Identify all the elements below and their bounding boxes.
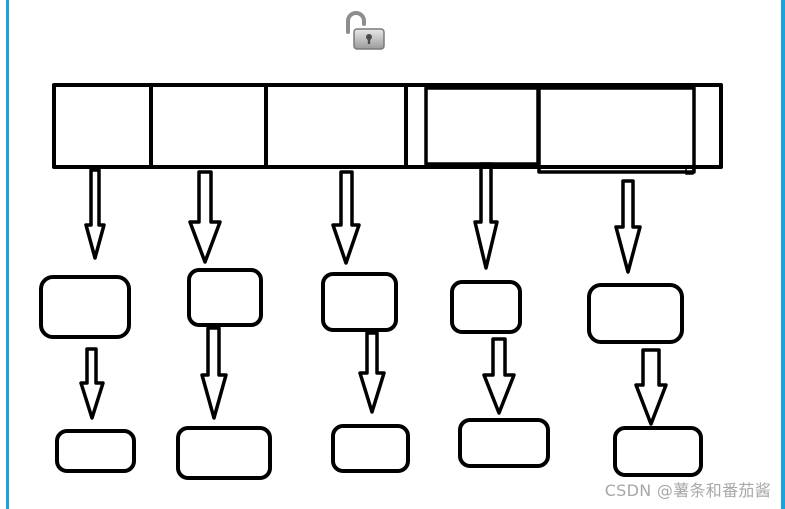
linked-node-level-2 [458, 418, 550, 468]
linked-node-level-2 [613, 426, 703, 477]
linked-node-level-1 [587, 283, 684, 344]
open-padlock-icon [342, 10, 388, 52]
linked-node-level-2 [331, 424, 410, 473]
linked-node-level-1 [450, 280, 522, 334]
array-strip [52, 83, 723, 169]
arrow-down-icon [358, 331, 386, 414]
arrow-down-icon [200, 326, 228, 420]
resize-handle-icon [685, 165, 694, 175]
arrow-down-icon [482, 337, 516, 415]
linked-node-level-1 [321, 272, 398, 332]
arrow-down-icon [473, 162, 499, 270]
arrow-down-icon [188, 170, 222, 264]
arrow-down-icon [79, 347, 105, 420]
linked-node-level-1 [39, 275, 131, 339]
csdn-watermark: CSDN @薯条和番茄酱 [604, 481, 771, 500]
linked-node-level-2 [176, 426, 272, 480]
array-cell-selected [537, 86, 696, 174]
arrow-down-icon [84, 168, 106, 260]
right-frame-border [781, 0, 785, 509]
arrow-down-icon [614, 179, 642, 274]
array-cell-highlight [424, 86, 540, 166]
arrow-down-icon [331, 170, 361, 265]
left-frame-border [6, 0, 9, 509]
linked-node-level-1 [187, 268, 263, 327]
arrow-down-icon [634, 348, 668, 426]
linked-node-level-2 [55, 429, 136, 473]
